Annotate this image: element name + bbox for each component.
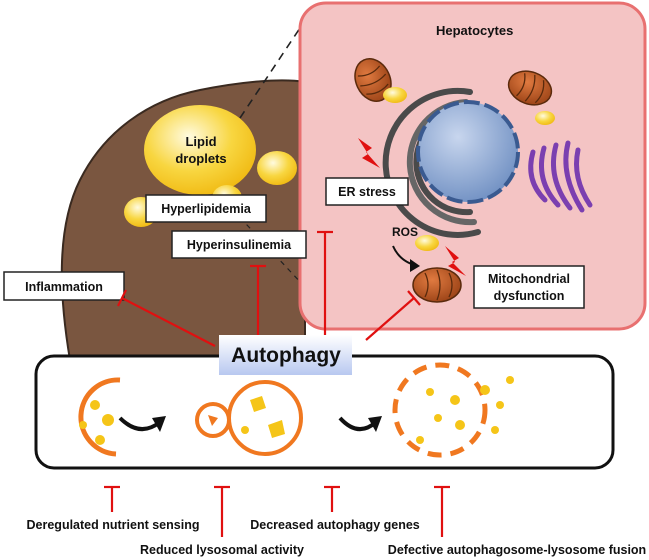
defective-autolysosome <box>392 362 514 458</box>
inhibitor-deregulated-nutrient-sensing: Deregulated nutrient sensing <box>27 518 200 532</box>
lipid-droplet <box>257 151 297 185</box>
lipid-droplets-label-line2: droplets <box>175 151 226 166</box>
inhibitor-defective-fusion: Defective autophagosome-lysosome fusion <box>388 543 646 557</box>
inflammation-label: Inflammation <box>25 280 103 294</box>
mitochondrial-dysfunction-label-line2: dysfunction <box>494 289 565 303</box>
damage-bolt-icon <box>358 138 380 168</box>
label-box-mitochondrial-dysfunction: Mitochondrial dysfunction <box>473 265 585 309</box>
autophagy-title: Autophagy <box>219 335 352 375</box>
ros-droplet <box>415 235 439 251</box>
er-stress-label: ER stress <box>338 185 396 199</box>
damaged-mitochondrion <box>412 267 462 303</box>
mitochondrial-dysfunction-label-line1: Mitochondrial <box>488 272 570 286</box>
zoom-line-top <box>239 21 305 119</box>
hepatocyte-panel-title: Hepatocytes <box>436 23 513 38</box>
autophagy-process <box>34 354 615 470</box>
phagophore <box>78 377 121 457</box>
autophagy-title-bg <box>219 335 352 375</box>
autophagy-title-text: Autophagy <box>231 344 341 367</box>
damage-bolt-icon <box>445 246 466 276</box>
mitochondrion <box>507 70 553 106</box>
ros-arrowhead-icon <box>410 259 420 272</box>
hyperinsulinemia-label: Hyperinsulinemia <box>187 238 292 252</box>
label-box-er-stress: ER stress <box>325 177 409 206</box>
inhibit-inflammation <box>121 297 216 347</box>
inhibitor-decreased-autophagy-genes: Decreased autophagy genes <box>250 518 420 532</box>
hepatocyte-panel: Hepatocytes <box>298 1 647 331</box>
lipid-droplets-label-line1: Lipid <box>185 134 216 149</box>
lipid-droplet <box>535 111 555 125</box>
autophagosome-lysosome <box>195 380 303 456</box>
inhibit-inflammation-bar <box>117 289 127 307</box>
bottom-inhibition-lines <box>104 485 450 537</box>
mitochondrion <box>354 58 392 102</box>
label-box-hyperinsulinemia: Hyperinsulinemia <box>171 230 307 259</box>
lipid-droplet-large <box>144 105 256 195</box>
golgi-apparatus <box>528 140 593 213</box>
lipid-droplet <box>383 87 407 103</box>
inhibitor-reduced-lysosomal-activity: Reduced lysosomal activity <box>140 543 304 557</box>
inhibition-lines <box>117 230 421 347</box>
inhibit-mitochondria-bar <box>407 290 421 306</box>
process-arrowhead-icon <box>368 416 382 432</box>
inhibit-mitochondria <box>365 297 415 341</box>
label-box-hyperlipidemia: Hyperlipidemia <box>145 194 267 223</box>
label-box-inflammation: Inflammation <box>3 271 125 301</box>
hyperlipidemia-label: Hyperlipidemia <box>161 202 252 216</box>
process-arrowhead-icon <box>152 416 166 432</box>
nucleus <box>416 100 520 204</box>
ros-label: ROS <box>392 225 418 239</box>
